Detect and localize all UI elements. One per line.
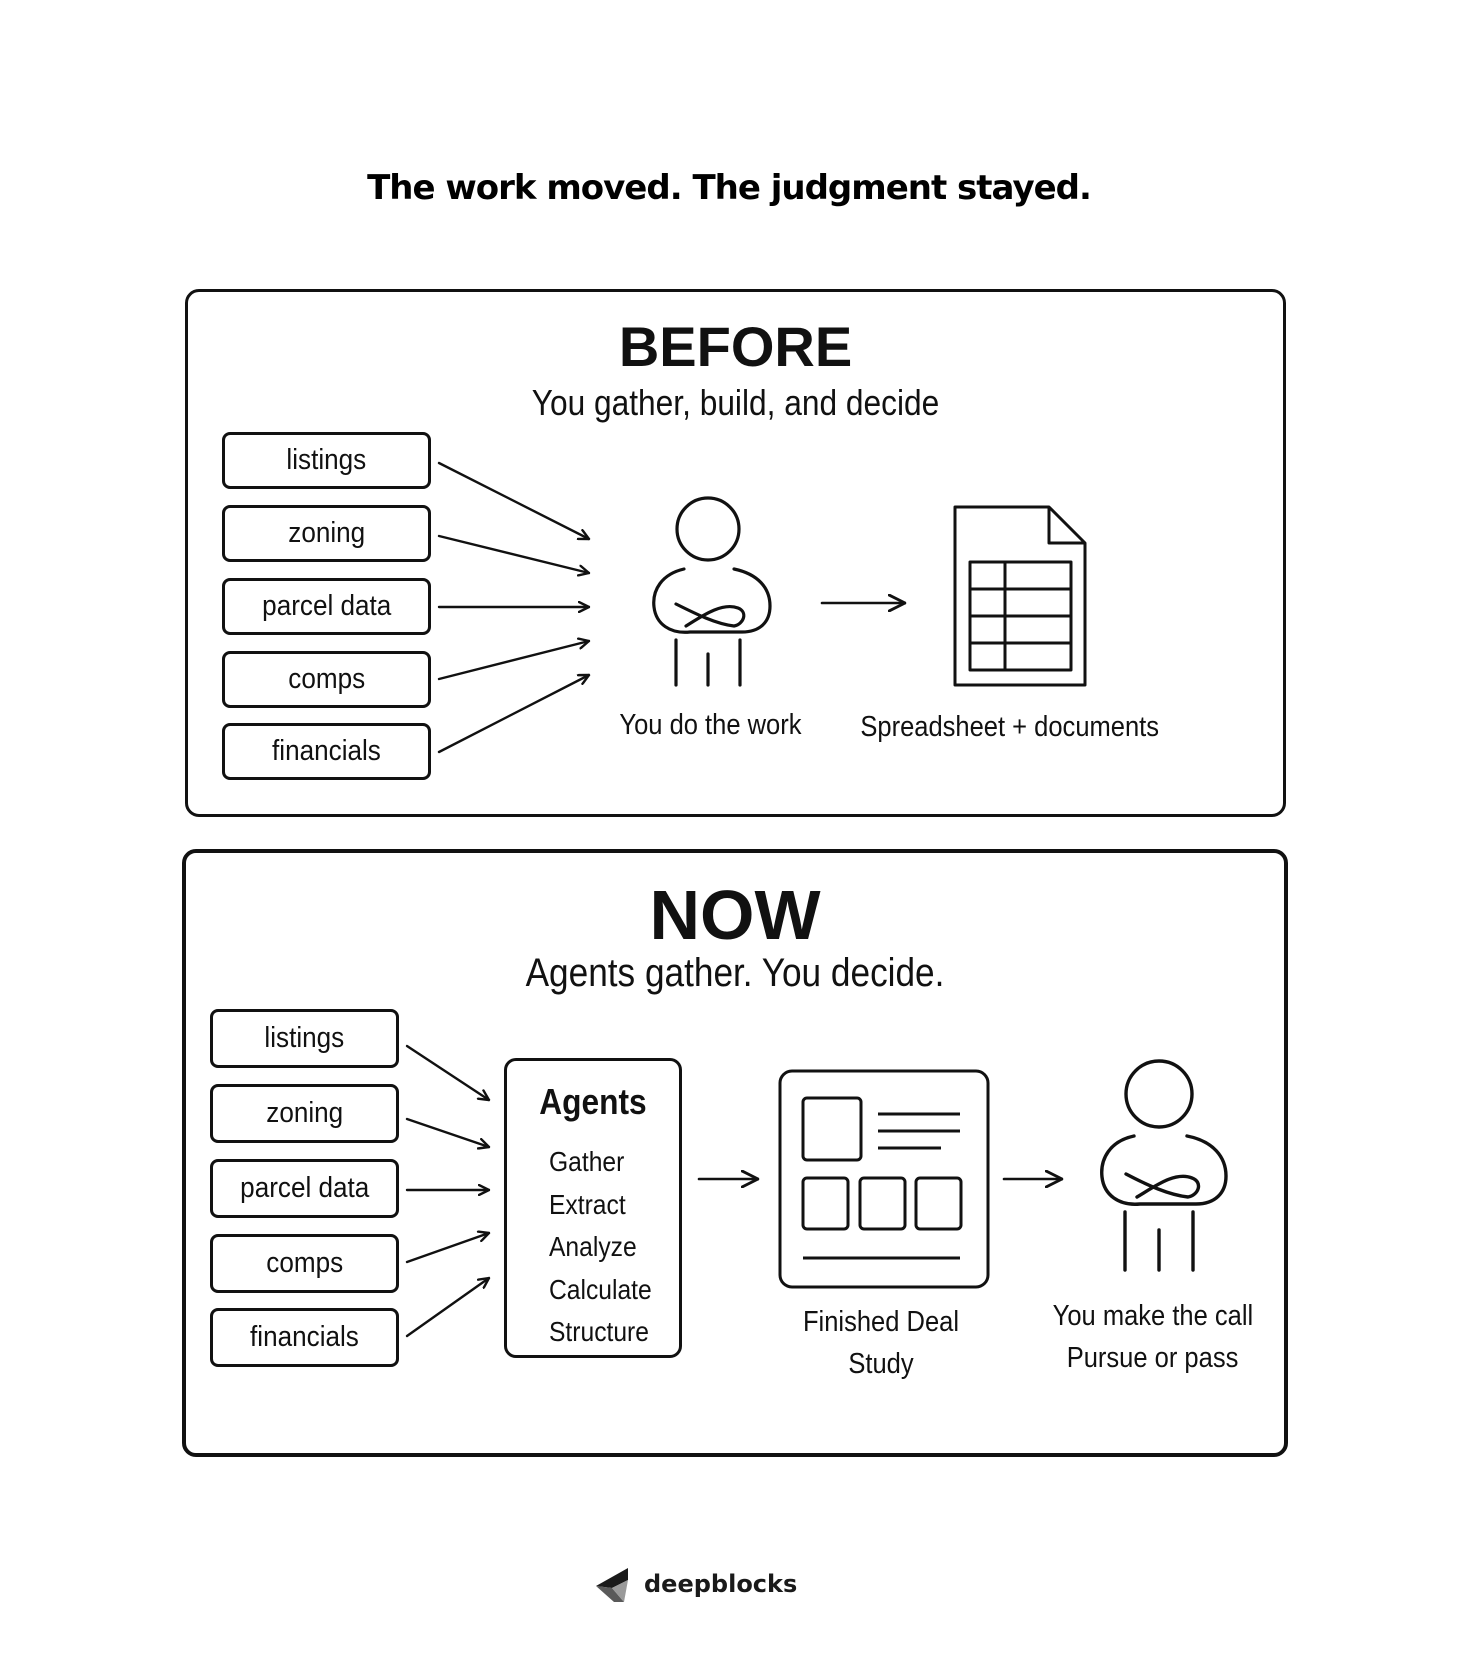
arrow-right-icon xyxy=(405,1233,491,1264)
before-subheading: You gather, build, and decide xyxy=(531,382,940,423)
arrow-right-icon xyxy=(405,1044,491,1102)
decision-line-2: Pursue or pass xyxy=(1067,1342,1239,1374)
now-subheading: Agents gather. You decide. xyxy=(525,951,945,995)
brand: deepblocks xyxy=(594,1562,797,1606)
now-source-parcel-data: parcel data xyxy=(210,1159,399,1218)
agents-box: Agents Gather Extract Analyze Calculate … xyxy=(504,1058,682,1358)
now-heading: NOW xyxy=(649,876,821,954)
before-source-arrows xyxy=(437,461,591,754)
before-source-zoning: zoning xyxy=(222,505,431,562)
agents-step-gather: Gather xyxy=(549,1146,625,1177)
arrow-right-icon xyxy=(437,641,591,681)
agents-step-structure: Structure xyxy=(549,1316,649,1347)
now-source-zoning: zoning xyxy=(210,1084,399,1143)
before-source-financials: financials xyxy=(222,723,431,780)
arrow-right-icon xyxy=(437,534,591,573)
deal-study-document-icon xyxy=(778,1069,990,1289)
person-arms-crossed-icon xyxy=(1100,1059,1228,1272)
before-source-listings: listings xyxy=(222,432,431,489)
agents-step-analyze: Analyze xyxy=(549,1231,637,1262)
brand-name: deepblocks xyxy=(644,1570,798,1598)
now-source-listings: listings xyxy=(210,1009,399,1068)
agents-step-extract: Extract xyxy=(549,1188,626,1220)
arrow-right-icon xyxy=(437,673,591,754)
agents-title: Agents xyxy=(539,1081,647,1122)
page-title: The work moved. The judgment stayed. xyxy=(367,168,1092,208)
person-arms-crossed-icon xyxy=(652,496,772,687)
before-person-caption: You do the work xyxy=(618,709,802,741)
agents-steps: Gather Extract Analyze Calculate Structu… xyxy=(549,1141,666,1354)
arrow-right-icon xyxy=(437,461,591,541)
before-source-parcel-data: parcel data xyxy=(222,578,431,635)
now-source-comps: comps xyxy=(210,1234,399,1293)
now-source-arrows xyxy=(405,1044,491,1338)
decision-line-1: You make the call xyxy=(1052,1300,1254,1332)
before-heading: BEFORE xyxy=(618,315,853,378)
now-decision-caption: You make the call Pursue or pass xyxy=(1038,1295,1268,1379)
now-source-financials: financials xyxy=(210,1308,399,1367)
arrow-right-icon xyxy=(405,1276,491,1338)
spreadsheet-document-icon xyxy=(953,505,1087,687)
arrow-right-icon xyxy=(405,1117,491,1147)
before-source-comps: comps xyxy=(222,651,431,708)
deepblocks-logo-icon xyxy=(596,1568,628,1602)
now-output-caption: Finished Deal Study xyxy=(802,1306,960,1380)
agents-step-calculate: Calculate xyxy=(549,1273,652,1305)
before-output-caption: Spreadsheet + documents xyxy=(860,711,1160,743)
